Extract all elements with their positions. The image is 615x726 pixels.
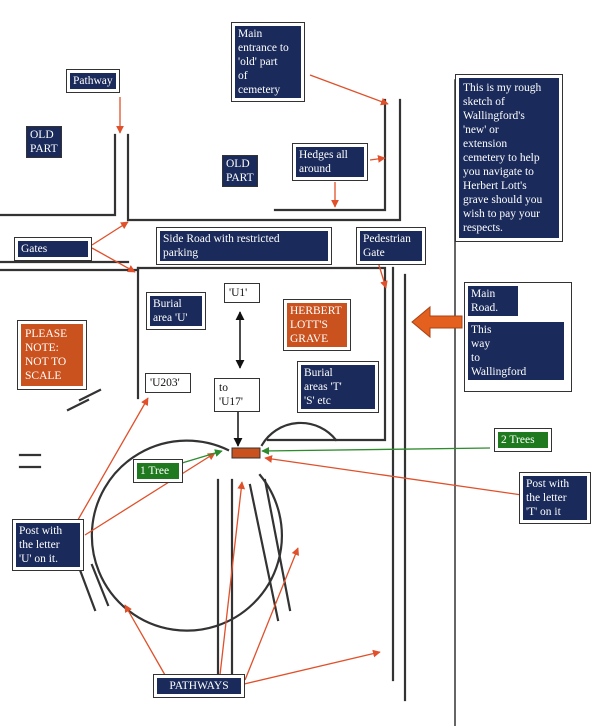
pathways-label: PATHWAYS [153, 674, 245, 698]
arrow [264, 455, 523, 496]
arrow [219, 481, 246, 676]
radial-path [66, 388, 102, 412]
u203-label: 'U203' [145, 373, 191, 393]
not-to-scale-label: PLEASE NOTE: NOT TO SCALE [17, 320, 87, 390]
hedge-edge [273, 98, 387, 212]
main-entrance-label: Main entrance to 'old' part of cemetery [231, 22, 305, 102]
post-u-label: Post with the letter 'U' on it. [12, 519, 84, 571]
old-part-center-label: OLD PART [222, 155, 258, 187]
arrow [377, 261, 388, 289]
pathway-label: Pathway [66, 69, 120, 93]
roundabout-inner [260, 421, 338, 447]
post-t-label: Post with the letter 'T' on it [519, 472, 591, 524]
gates-label: Gates [14, 237, 92, 261]
arrow [309, 74, 389, 106]
grave-marker [231, 447, 261, 459]
arrow [91, 247, 136, 273]
hedges-label: Hedges all around [292, 143, 368, 181]
roundabout [90, 439, 283, 632]
arrow [369, 155, 386, 163]
burial-areas-ts-label: Burial areas 'T' 'S' etc [297, 361, 379, 413]
pedestrian-gate-label: Pedestrian Gate [356, 227, 426, 265]
radial-path [78, 563, 110, 612]
arrow [91, 221, 129, 246]
arrow [181, 449, 223, 464]
south-path [216, 478, 234, 682]
burial-area-u-label: Burial area 'U' [146, 292, 206, 330]
south-path [248, 478, 292, 622]
one-tree-label: 1 Tree [133, 459, 183, 483]
two-trees-label: 2 Trees [494, 428, 552, 452]
burial-enclosure [136, 266, 387, 442]
arrow [84, 452, 216, 536]
to-u17-label: to 'U17' [214, 378, 260, 412]
arrow [261, 447, 491, 455]
radial-path [18, 453, 42, 469]
main-road-label: Main Road. This way to Wallingford [464, 282, 572, 392]
pathway-edge [126, 98, 402, 222]
herbert-grave-label: HERBERT LOTT'S GRAVE [283, 299, 351, 351]
arrow [239, 649, 381, 686]
direction-arrow [411, 305, 463, 339]
arrow [74, 397, 149, 526]
sketch-note: This is my rough sketch of Wallingford's… [455, 74, 563, 242]
u1-label: 'U1' [224, 283, 260, 303]
side-road-label: Side Road with restricted parking [156, 227, 332, 265]
pathway-edge [0, 133, 117, 217]
arrow [124, 604, 166, 676]
old-part-left-label: OLD PART [26, 126, 62, 158]
arrow [244, 547, 300, 681]
